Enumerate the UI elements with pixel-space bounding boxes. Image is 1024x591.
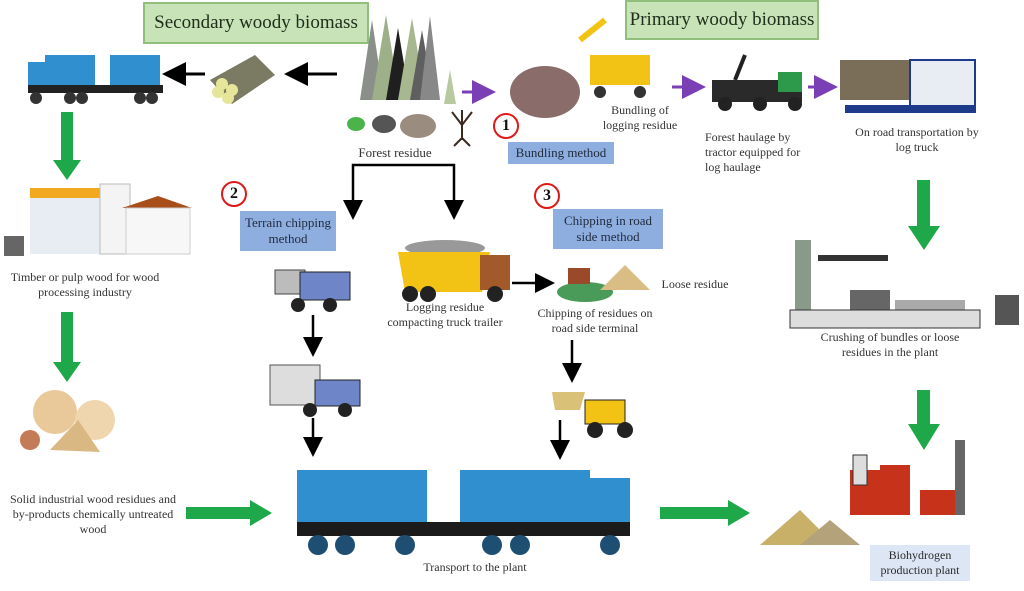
caption-compacting-truck: Logging residue compacting truck trailer	[387, 300, 503, 329]
caption-timber: Timber or pulp wood for wood processing …	[10, 270, 160, 299]
green-arrow-crushing-to-plant	[908, 390, 940, 450]
method-number-1: 1	[493, 113, 519, 139]
forest-residue-icons	[347, 110, 473, 147]
crushing-plant-icon	[789, 240, 1019, 329]
green-arrow-transport-to-plant	[660, 500, 750, 526]
dump-truck-icon	[28, 55, 163, 104]
bundling-machine-icon	[510, 17, 650, 118]
green-arrow-residues-to-transport	[186, 500, 272, 526]
wheel-loader-icon	[552, 392, 633, 438]
terrain-chipper-icon	[274, 269, 351, 312]
caption-forest-haulage: Forest haulage by tractor equipped for l…	[705, 130, 801, 174]
chip-forwarder-icon	[269, 364, 361, 417]
wood-industry-buildings-icon	[4, 183, 192, 256]
caption-transport: Transport to the plant	[423, 560, 527, 574]
arrow-forest-split	[351, 163, 456, 210]
caption-solid-residues: Solid industrial wood residues and by-pr…	[10, 492, 176, 536]
wood-residue-pile-icon	[20, 390, 115, 452]
caption-chipping-roadside: Chipping of residues on road side termin…	[537, 306, 653, 335]
green-arrow-timber-to-residues	[53, 312, 81, 382]
method-label-bundling: Bundling method	[508, 142, 614, 164]
biohydrogen-plant-icon	[760, 440, 965, 545]
log-truck-icon	[840, 59, 976, 113]
method-label-roadside-chipping: Chipping in road side method	[553, 209, 663, 249]
logs-bundle-icon	[210, 55, 275, 104]
roadside-chipper-icon	[557, 265, 650, 302]
caption-crushing: Crushing of bundles or loose residues in…	[820, 330, 960, 359]
transport-truck-icon	[297, 470, 630, 555]
caption-biohydrogen-plant: Biohydrogen production plant	[870, 545, 970, 581]
green-arrow-truck-to-crushing	[908, 180, 940, 250]
method-number-3: 3	[534, 183, 560, 209]
forest-tractor-icon	[712, 54, 802, 111]
forest-trees-icon	[360, 15, 456, 104]
caption-loose-residue: Loose residue	[661, 277, 729, 291]
caption-forest-residue: Forest residue	[358, 145, 432, 160]
green-arrow-truck-to-timber	[53, 112, 81, 180]
caption-bundling: Bundling of logging residue	[602, 103, 678, 132]
primary-woody-biomass-header: Primary woody biomass	[625, 0, 819, 40]
method-number-2: 2	[221, 181, 247, 207]
secondary-woody-biomass-header: Secondary woody biomass	[143, 2, 369, 44]
compacting-truck-icon	[398, 240, 510, 302]
method-label-terrain-chipping: Terrain chipping method	[240, 211, 336, 251]
caption-on-road-transport: On road transportation by log truck	[855, 125, 979, 154]
